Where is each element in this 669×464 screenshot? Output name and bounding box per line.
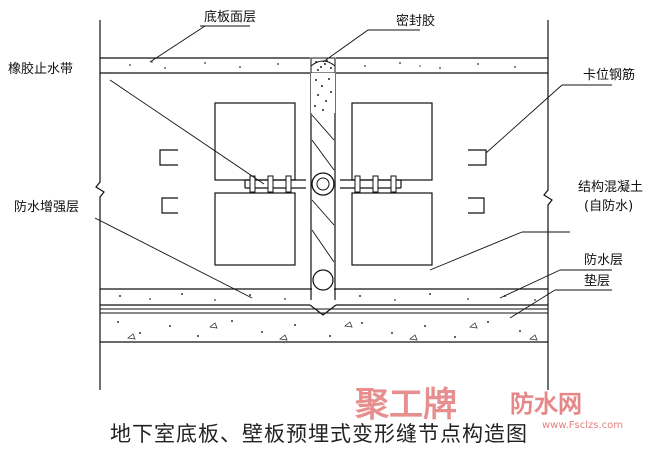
rebar-frame-top-left xyxy=(214,102,296,181)
brand-watermark: 聚工牌 防水网 www.Fsclzs.com xyxy=(354,385,623,431)
right-boundary-line xyxy=(543,20,553,390)
positioning-rebar-clips xyxy=(159,149,487,214)
watermark-url: www.Fsclzs.com xyxy=(542,420,623,431)
label-reinforcement-layer: 防水增强层 xyxy=(14,199,79,215)
label-slab-surface: 底板面层 xyxy=(204,9,256,25)
label-cushion: 垫层 xyxy=(584,273,610,289)
label-waterproof-layer: 防水层 xyxy=(584,252,623,268)
label-waterstop: 橡胶止水带 xyxy=(8,61,73,77)
label-positioning-rebar: 卡位钢筋 xyxy=(583,67,635,83)
watermark-brand: 聚工牌 xyxy=(354,385,457,425)
joint-bottom-tube xyxy=(312,269,334,291)
leader-lines xyxy=(94,25,612,319)
rubber-waterstop xyxy=(244,172,402,196)
rebar-frame-bottom-right xyxy=(351,192,433,266)
label-self-waterproof: (自防水) xyxy=(584,198,633,214)
rebar-frame-top-right xyxy=(351,102,433,181)
diagram-caption: 地下室底板、壁板预埋式变形缝节点构造图 xyxy=(110,422,528,446)
waterproof-layer-band xyxy=(100,288,548,316)
rebar-frame-bottom-left xyxy=(214,192,296,266)
label-sealant: 密封胶 xyxy=(396,13,435,29)
joint-filler xyxy=(310,73,336,300)
watermark-suffix: 防水网 xyxy=(510,390,582,418)
label-structural-concrete: 结构混凝土 xyxy=(578,179,643,195)
sealant-fill xyxy=(310,57,336,74)
left-boundary-line xyxy=(95,20,105,390)
slab-surface-layer xyxy=(100,57,548,74)
cushion-layer xyxy=(100,320,548,343)
